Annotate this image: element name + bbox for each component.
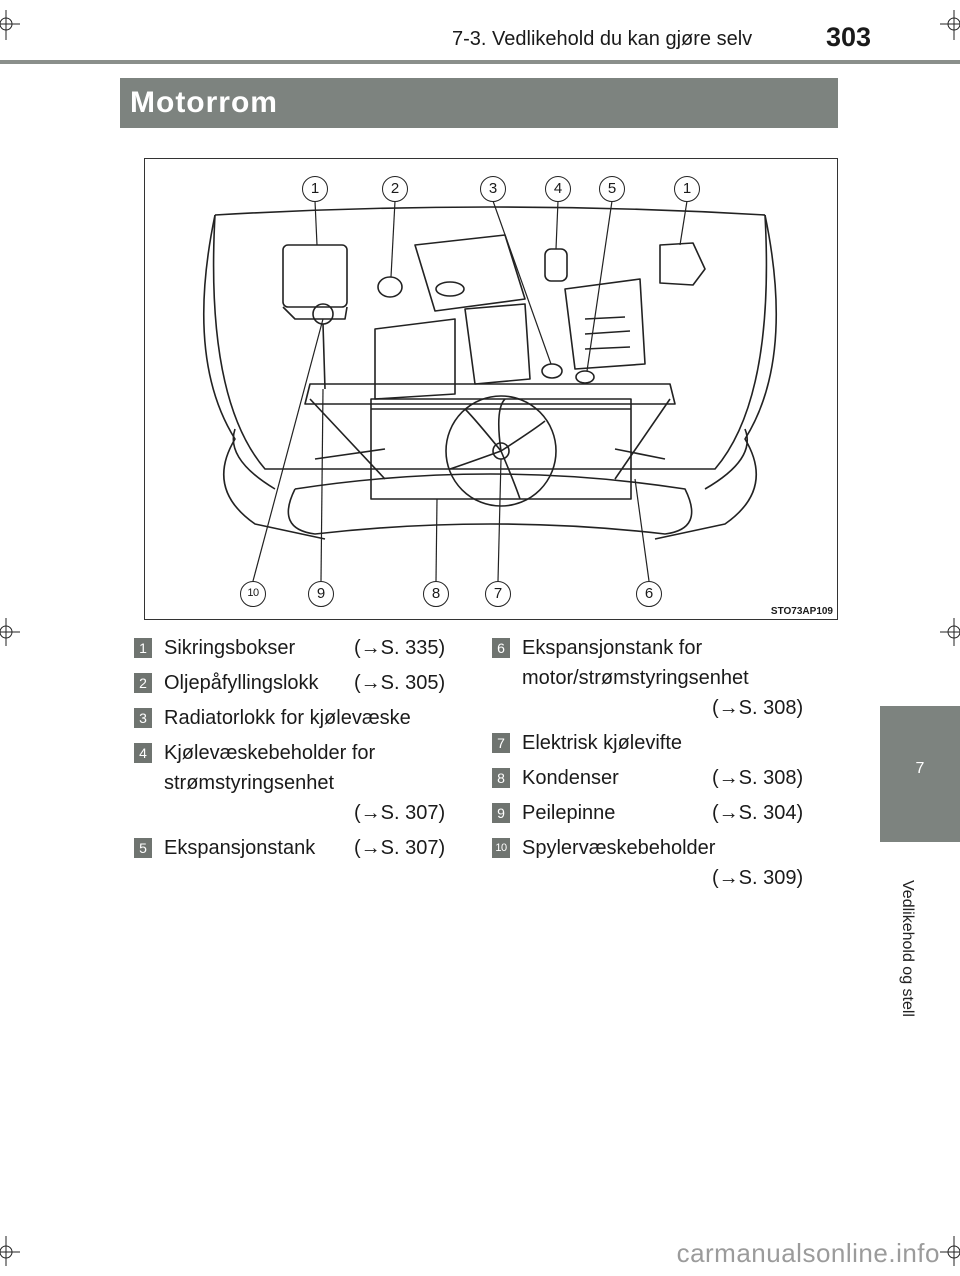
engine-compartment-figure: 1 2 3 4 5 1 10 9 8 7 6 STO73AP109 xyxy=(144,158,838,620)
callout-1: 1 xyxy=(302,176,328,202)
legend-number: 3 xyxy=(134,708,152,728)
legend-number: 9 xyxy=(492,803,510,823)
legend-label: Ekspansjonstank for xyxy=(522,637,703,659)
callout-9: 9 xyxy=(308,581,334,607)
watermark: carmanualsonline.info xyxy=(676,1238,940,1268)
page-reference[interactable]: (→S. 309) xyxy=(712,867,804,889)
page-reference[interactable]: (→S. 305) xyxy=(354,672,446,694)
legend-label: Ekspansjonstank xyxy=(164,837,316,859)
page-reference[interactable]: (→S. 308) xyxy=(712,697,804,719)
callout-1b: 1 xyxy=(674,176,700,202)
legend-label: Spylervæskebeholder xyxy=(522,837,716,859)
page-number: 303 xyxy=(826,22,872,52)
legend-label: strømstyringsenhet xyxy=(164,772,335,794)
legend-label: Peilepinne xyxy=(522,802,616,824)
header-section-title: 7-3. Vedlikehold du kan gjøre selv xyxy=(452,28,753,50)
legend-number: 6 xyxy=(492,638,510,658)
callout-3: 3 xyxy=(480,176,506,202)
engine-illustration xyxy=(202,200,778,582)
callout-2: 2 xyxy=(382,176,408,202)
callout-7: 7 xyxy=(485,581,511,607)
page-reference[interactable]: (→S. 308) xyxy=(712,767,804,789)
header-divider xyxy=(0,60,960,64)
legend-label: Kjølevæskebeholder for xyxy=(164,742,376,764)
callout-8: 8 xyxy=(423,581,449,607)
page-reference[interactable]: (→S. 307) xyxy=(354,837,446,859)
legend-label: motor/strømstyringsenhet xyxy=(522,667,749,689)
callout-10: 10 xyxy=(240,581,266,607)
page-reference[interactable]: (→S. 304) xyxy=(712,802,804,824)
legend-number: 8 xyxy=(492,768,510,788)
legend-number: 2 xyxy=(134,673,152,693)
figure-code: STO73AP109 xyxy=(770,606,833,617)
chapter-tab[interactable]: 7 xyxy=(880,706,960,842)
legend-number: 1 xyxy=(134,638,152,658)
legend-number: 10 xyxy=(492,838,510,858)
callout-6: 6 xyxy=(636,581,662,607)
legend-number: 5 xyxy=(134,838,152,858)
legend-label: Kondenser xyxy=(522,767,619,789)
page-reference[interactable]: (→S. 335) xyxy=(354,637,446,659)
legend-label: Radiatorlokk for kjølevæske xyxy=(164,707,411,729)
page-reference[interactable]: (→S. 307) xyxy=(354,802,446,824)
legend-label: Elektrisk kjølevifte xyxy=(522,732,683,754)
callout-5: 5 xyxy=(599,176,625,202)
legend-label: Sikringsbokser xyxy=(164,637,296,659)
callout-4: 4 xyxy=(545,176,571,202)
legend-number: 4 xyxy=(134,743,152,763)
section-title: Motorrom xyxy=(120,78,838,128)
legend-label: Oljepåfyllingslokk xyxy=(164,672,319,694)
chapter-label: Vedlikehold og stell xyxy=(899,880,916,1017)
legend-number: 7 xyxy=(492,733,510,753)
